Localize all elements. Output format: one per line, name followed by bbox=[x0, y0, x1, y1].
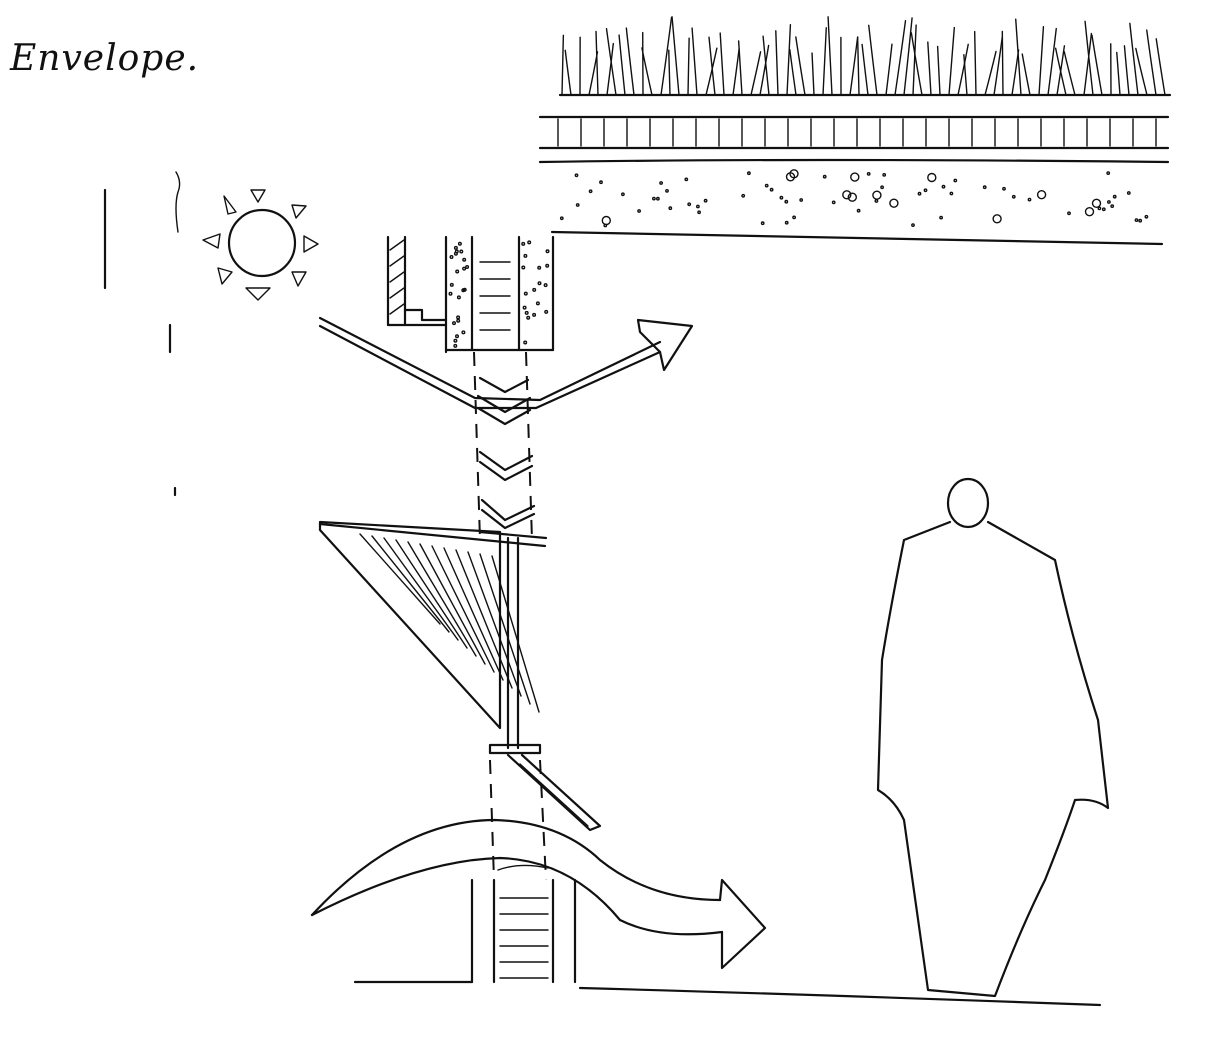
human-figure bbox=[878, 479, 1108, 996]
shading-overhang bbox=[320, 522, 600, 830]
margin-marks bbox=[105, 172, 180, 495]
upper-wall-section bbox=[388, 237, 553, 352]
green-roof-layers bbox=[540, 95, 1170, 244]
lower-wall-section bbox=[472, 865, 575, 982]
sun-icon bbox=[203, 190, 318, 300]
ground-line bbox=[355, 982, 1100, 1005]
roof-grass bbox=[562, 17, 1165, 95]
